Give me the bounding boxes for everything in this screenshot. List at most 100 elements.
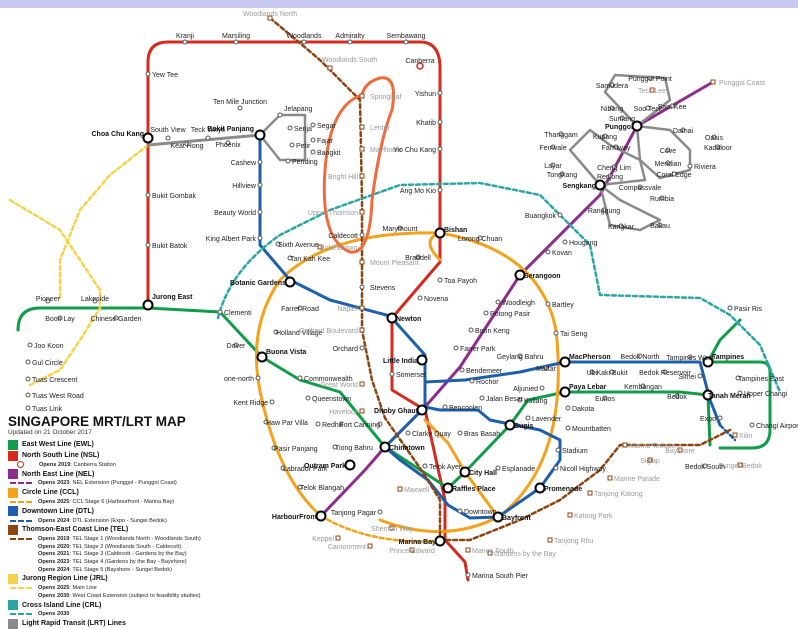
future-station-marker <box>359 124 365 130</box>
station-marker <box>553 465 559 471</box>
station-marker <box>662 369 668 375</box>
station-label: Punggol Coast <box>719 80 765 87</box>
legend-swatch <box>8 439 18 450</box>
station-label: Dover <box>227 343 246 350</box>
station-marker <box>257 209 263 215</box>
station-marker <box>437 119 443 125</box>
station-label: Admiralty <box>335 33 365 40</box>
station-label: Ranggung <box>588 208 620 215</box>
legend-note: Opens 2030: West Coast Extension (subjec… <box>8 592 236 600</box>
legend-note-year: Opens 2024 <box>38 517 70 524</box>
station-marker <box>25 405 31 411</box>
station-marker <box>477 235 483 241</box>
interchange-marker <box>434 227 446 239</box>
station-marker <box>297 484 303 490</box>
ewl-changi-branch <box>706 360 772 450</box>
station-label: Damai <box>673 128 694 135</box>
station-label: Segar <box>317 123 336 130</box>
station-label: Stevens <box>370 285 396 292</box>
station-label: Bakau <box>650 223 670 230</box>
legend-note-year: Opens 2020 <box>38 543 70 550</box>
station-marker <box>255 375 261 381</box>
legend-note: Opens 2023: TEL Stage 4 (Gardens by the … <box>8 558 236 566</box>
station-label: Bukit Brown <box>320 245 357 252</box>
legend-note: Opens 2024: TEL Stage 5 (Bayshore - Sung… <box>8 566 236 574</box>
station-label: Senja <box>294 126 312 133</box>
station-marker <box>310 122 316 128</box>
station-label: Rochor <box>476 379 499 386</box>
station-marker <box>453 345 459 351</box>
station-marker <box>257 159 263 165</box>
station-label: Fort Canning <box>340 422 381 429</box>
station-marker <box>609 369 615 375</box>
interchange-marker <box>504 419 516 431</box>
station-label: Tanah Merah <box>708 393 751 400</box>
legend-note-text: Opens 2021: TEL Stage 3 (Caldecott - Gar… <box>38 551 187 557</box>
interchange-marker <box>416 354 428 366</box>
station-label: Clarke Quay <box>412 431 451 438</box>
stations-layer <box>25 15 755 578</box>
station-marker <box>359 345 365 351</box>
station-label: Keppel <box>312 536 334 543</box>
station-label: Boon Lay <box>45 316 75 323</box>
station-marker <box>403 39 409 45</box>
station-label: City Hall <box>469 470 497 477</box>
station-label: Botanic Gardens <box>230 280 286 287</box>
legend-note-text: Opens 2023: TEL Stage 4 (Gardens by the … <box>38 559 187 565</box>
future-station-marker <box>335 535 341 541</box>
station-label: Farmway <box>602 145 631 152</box>
station-marker <box>737 390 743 396</box>
legend-swatch <box>8 573 18 584</box>
station-marker <box>687 354 693 360</box>
interchange-marker <box>254 129 266 141</box>
station-marker <box>637 353 643 359</box>
nel-line <box>319 80 715 518</box>
station-label: Lavender <box>532 416 562 423</box>
station-label: Tampines West <box>666 355 714 362</box>
station-label: Potong Pasir <box>490 311 531 318</box>
station-label: HarbourFront <box>272 514 318 521</box>
station-label: Bedok Reservoir <box>639 370 691 377</box>
legend-swatch <box>8 487 18 498</box>
legend-note: Opens 2020: TEL Stage 2 (Woodlands South… <box>8 543 236 551</box>
station-label: Fajar <box>317 138 334 145</box>
future-station-marker <box>359 146 365 152</box>
future-station-marker <box>567 512 573 518</box>
station-marker <box>545 249 551 255</box>
station-label: Tuas West Road <box>32 393 84 400</box>
future-station-marker <box>649 87 655 93</box>
station-marker <box>287 125 293 131</box>
lrt-sengkang-east <box>598 183 662 232</box>
station-label: Choa Chu Kang <box>92 131 145 138</box>
station-label: Cashew <box>231 160 257 167</box>
station-marker <box>347 39 353 45</box>
station-label: Keat Hong <box>170 143 203 150</box>
legend-note-desc: : DTL Extension (Expo - Sungei Bedok) <box>69 517 167 524</box>
station-marker <box>57 315 63 321</box>
legend-note-desc: : TEL Stage 1 (Woodlands North - Woodlan… <box>69 536 201 543</box>
station-label: Changi Airport <box>756 423 798 430</box>
future-station-marker <box>416 62 424 70</box>
legend-row: Jurong Region Line (JRL) <box>8 573 236 584</box>
station-label: Tampines East <box>738 376 784 383</box>
station-label: Yew Tee <box>152 72 178 79</box>
station-label: Yishun <box>415 91 436 98</box>
station-marker <box>717 415 723 421</box>
station-label: Woodleigh <box>502 300 535 307</box>
interchange-marker <box>702 389 714 401</box>
station-label: Ten Mile Junction <box>213 99 267 106</box>
station-marker <box>277 112 283 118</box>
station-marker <box>257 235 263 241</box>
interchange-marker <box>416 404 428 416</box>
station-marker <box>377 509 383 515</box>
station-marker <box>619 115 625 121</box>
legend-note-text: Opens 2030 <box>38 611 69 617</box>
station-label: Serangoon <box>524 273 561 280</box>
station-label: Coral Edge <box>656 172 691 179</box>
station-marker <box>602 133 608 139</box>
station-label: Redhill <box>322 422 344 429</box>
station-marker <box>415 254 421 260</box>
station-label: Rumbia <box>650 196 674 203</box>
legend-note-year: Opens 2025 <box>38 585 70 592</box>
station-label: Stadium <box>562 448 588 455</box>
